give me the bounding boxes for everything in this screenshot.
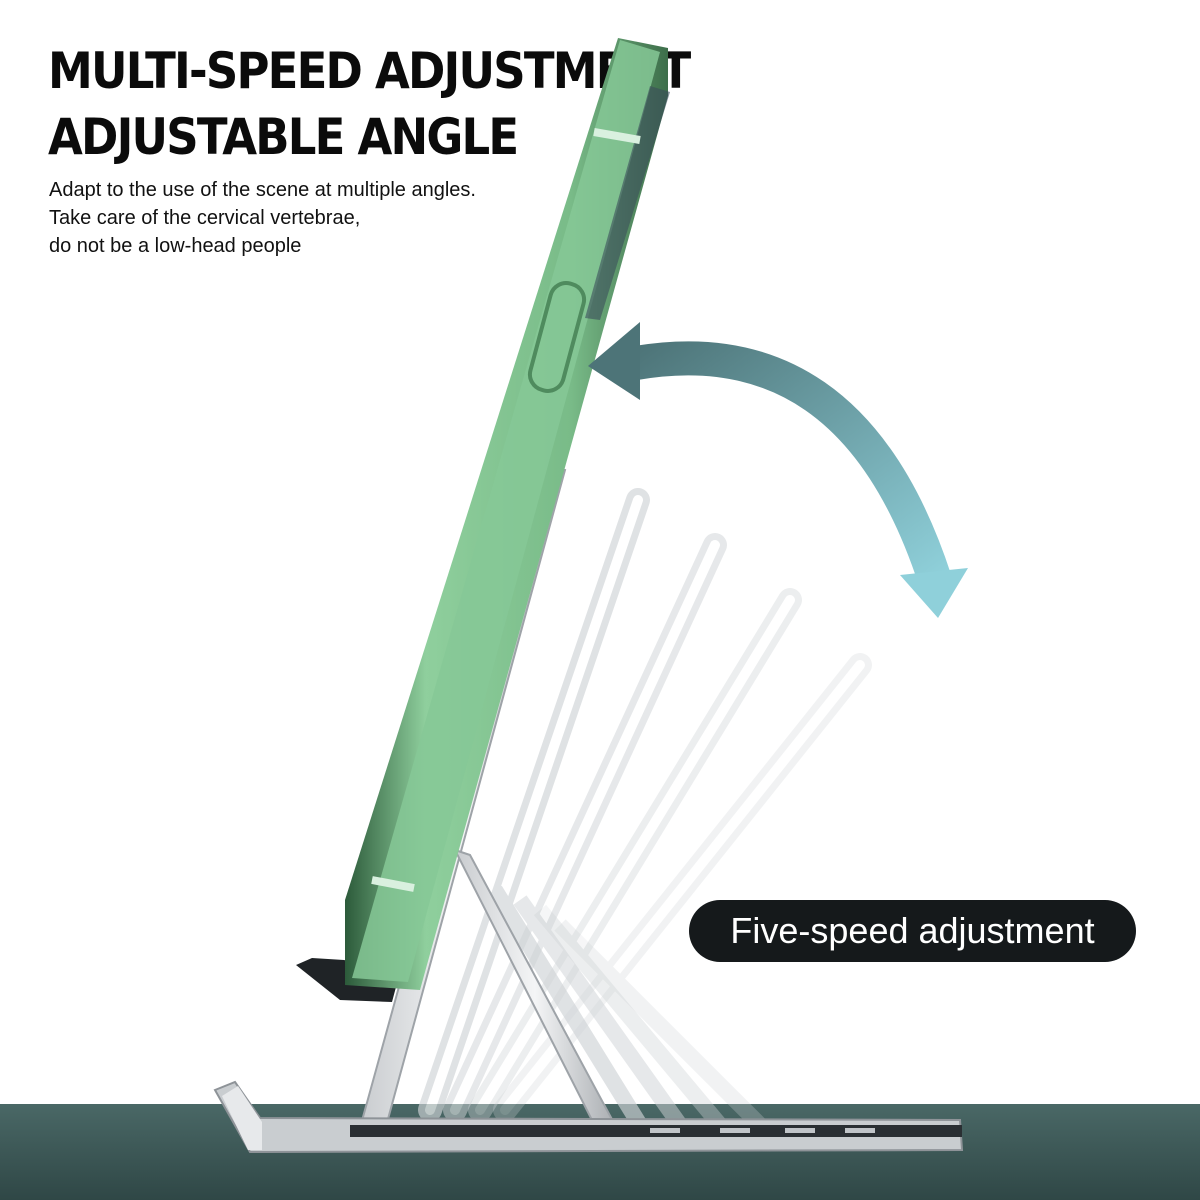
description: Adapt to the use of the scene at multipl… bbox=[49, 176, 476, 260]
headline-line-2: ADJUSTABLE ANGLE bbox=[48, 108, 519, 166]
description-line-3: do not be a low-head people bbox=[49, 235, 302, 257]
phone-illustration bbox=[345, 38, 670, 990]
curved-arrow-icon bbox=[588, 322, 968, 618]
description-line-1: Adapt to the use of the scene at multipl… bbox=[49, 179, 476, 201]
five-speed-badge: Five-speed adjustment bbox=[689, 900, 1136, 962]
headline-line-1: MULTI-SPEED ADJUSTMENT bbox=[48, 42, 691, 100]
description-line-2: Take care of the cervical vertebrae, bbox=[49, 207, 361, 229]
badge-label: Five-speed adjustment bbox=[730, 910, 1095, 951]
